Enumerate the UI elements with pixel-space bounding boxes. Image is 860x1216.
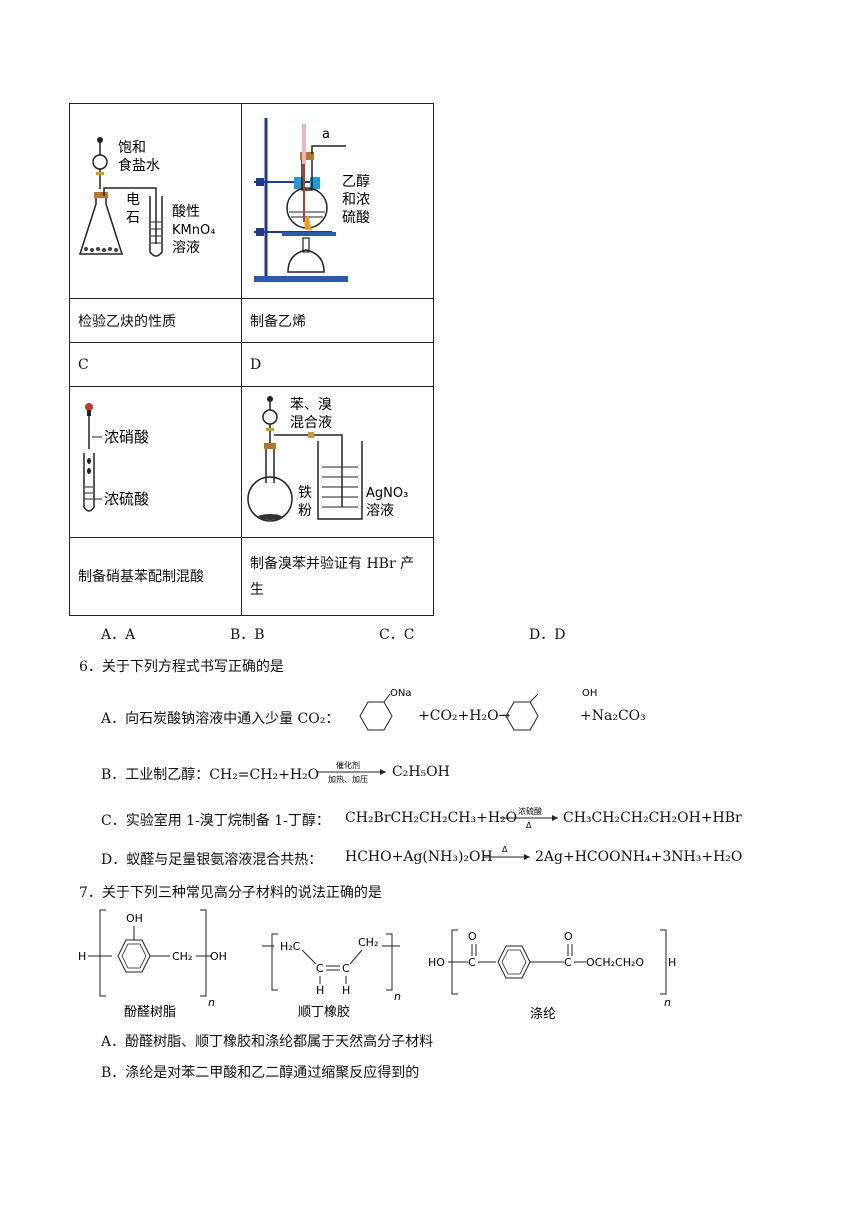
label-conc-sulfuric: 浓硫酸 [104,490,149,508]
ona-label: ONa [390,688,411,699]
cell-label-d: D [241,342,434,387]
rubber-c2: C [342,962,350,975]
apparatus-table: 饱和 食盐水 电 石 酸性 KMnO₄ 溶液 [69,103,434,616]
q5-option-d[interactable]: D．D [529,627,566,643]
label-mixture: 混合液 [290,415,332,431]
pet-c2: C [564,956,572,969]
rubber-h2: H [342,984,350,997]
rubber-n: n [394,990,401,1003]
cell-bromobenzene-purpose: 制备溴苯并验证有 HBr 产生 [241,537,434,616]
label-acidic: 酸性 [172,204,200,220]
q5-option-b[interactable]: B．B [230,627,265,643]
pet-o2: O [564,930,573,943]
q6-option-b-product: C₂H₅OH [392,764,450,780]
c-cond-top: 浓硫酸 [518,806,542,816]
label-agno3-solution: 溶液 [366,503,394,519]
phenolic-oh-end: OH [210,950,227,963]
q6-option-a-mid: +CO₂+H₂O→ [418,708,511,724]
label-iron-1: 铁 [298,485,312,501]
figure-acetylene-test: 饱和 食盐水 电 石 酸性 KMnO₄ 溶液 [69,103,242,299]
oh-label-2: OH [582,688,597,699]
pet-name: 涤纶 [530,1007,556,1020]
phenol-structure: OH [505,693,539,731]
label-iron-2: 粉 [298,503,312,519]
phenolic-name: 酚醛树脂 [124,1004,176,1020]
label-carbide-1: 电 [126,192,140,208]
pet-n: n [664,996,671,1009]
q6-stem: 6．关于下列方程式书写正确的是 [79,659,284,675]
label-kmno4: KMnO₄ [172,223,215,238]
phenolic-resin-structure: H OH CH₂ OH n 酚醛树脂 [78,909,227,1020]
q6-option-c-products: CH₃CH₂CH₂CH₂OH+HBr [563,810,742,826]
phenolic-h: H [78,950,86,963]
pet-o1: O [468,930,477,943]
pet-och2ch2o: OCH₂CH₂O [586,956,644,969]
phenolic-ch2: CH₂ [172,950,192,963]
q6-option-c-reactants: CH₂BrCH₂CH₂CH₃+H₂O [345,810,518,826]
cell-acetylene-purpose: 检验乙炔的性质 [69,298,242,343]
d-cond-top: Δ [502,845,508,854]
cell-label-c: C [69,342,242,387]
phenol-oh-label-box: OH [582,688,597,699]
label-sulfuric: 硫酸 [342,210,370,226]
q6-option-b-prefix[interactable]: B．工业制乙醇：CH₂=CH₂+H₂O [101,767,320,783]
pet-structure: HO C O C O OCH₂CH₂O H n 涤纶 [428,929,676,1020]
b-cond-bottom: 加热、加压 [328,774,368,784]
figure-ethylene-prep: a 乙醇 和浓 硫酸 [241,103,434,299]
figure-bromobenzene: 苯、溴 混合液 铁 粉 AgNO₃ 溶液 [241,386,434,538]
q5-option-a[interactable]: A．A [101,627,136,643]
label-and-conc: 和浓 [342,192,370,208]
label-solution: 溶液 [172,240,200,256]
label-carbide-2: 石 [126,210,140,226]
cell-mixed-acid-purpose: 制备硝基苯配制混酸 [69,537,242,616]
q6-option-a-prefix[interactable]: A．向石炭酸钠溶液中通入少量 CO₂： [101,711,340,727]
q7-option-a[interactable]: A．酚醛树脂、顺丁橡胶和涤纶都属于天然高分子材料 [101,1034,434,1050]
arrow-c: 浓硫酸 Δ [500,806,558,830]
pet-c1: C [468,956,476,969]
label-brine: 食盐水 [118,157,160,174]
q6-option-d-reactants: HCHO+Ag(NH₃)₂OH [345,849,493,865]
q7-option-b[interactable]: B．涤纶是对苯二甲酸和乙二醇通过缩聚反应得到的 [101,1065,420,1081]
label-ethanol: 乙醇 [342,173,370,190]
arrow-b: 催化剂 加热、加压 [316,760,386,784]
sodium-phenoxide-structure: ONa [359,688,411,731]
q7-stem: 7．关于下列三种常见高分子材料的说法正确的是 [79,885,382,901]
q5-option-c[interactable]: C．C [379,627,415,643]
q6-option-d-prefix[interactable]: D．蚁醛与足量银氨溶液混合共热： [101,852,323,868]
q6-option-a-end: +Na₂CO₃ [580,708,646,724]
label-conc-nitric: 浓硝酸 [104,428,149,446]
label-agno3: AgNO₃ [366,486,408,501]
q6-option-d-products: 2Ag+HCOONH₄+3NH₃+H₂O [535,849,743,865]
label-saturated: 饱和 [118,140,146,156]
rubber-h2c: H₂C [280,940,301,953]
label-benzene-bromine: 苯、溴 [290,396,332,413]
cell-ethylene-purpose: 制备乙烯 [241,298,434,343]
rubber-ch2: CH₂ [358,936,378,949]
c-cond-bottom: Δ [526,821,532,830]
rubber-h1: H [316,984,324,997]
cis-rubber-structure: H₂C C C CH₂ H H n 顺丁橡胶 [262,933,401,1020]
rubber-name: 顺丁橡胶 [298,1004,350,1020]
label-a: a [322,127,330,142]
rubber-c1: C [316,962,324,975]
phenolic-n: n [208,996,215,1009]
phenolic-oh-top: OH [126,912,143,925]
figure-mixed-acid: 浓硝酸 浓硫酸 [69,386,242,538]
q6-option-c-prefix[interactable]: C．实验室用 1-溴丁烷制备 1-丁醇： [101,813,330,829]
b-cond-top: 催化剂 [336,760,360,770]
pet-ho: HO [428,956,445,969]
pet-h: H [668,956,676,969]
arrow-d: Δ [484,845,530,860]
